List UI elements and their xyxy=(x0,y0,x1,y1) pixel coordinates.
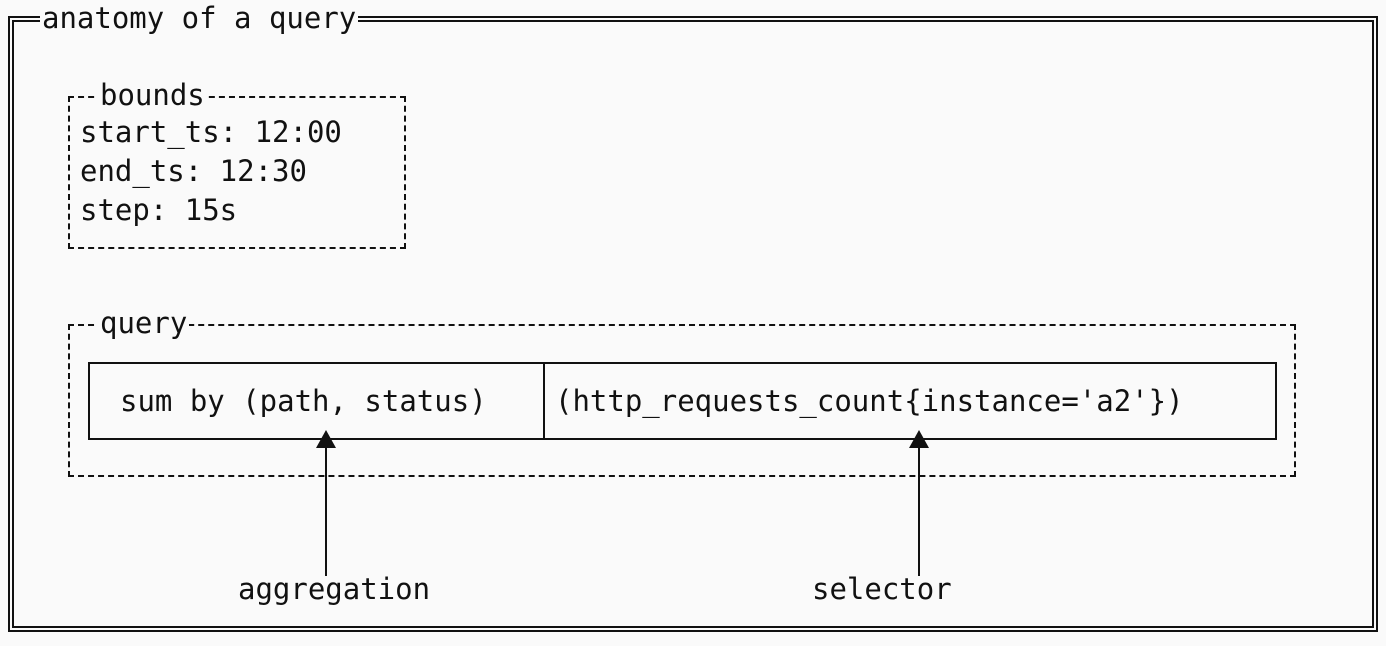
selector-arrow-line xyxy=(918,446,920,576)
bounds-box xyxy=(68,96,406,249)
bounds-step: step: 15s xyxy=(80,193,238,227)
selector-arrow-head xyxy=(909,430,929,448)
query-title: query xyxy=(98,306,190,340)
bounds-start-ts: start_ts: 12:00 xyxy=(80,115,342,149)
aggregation-segment-text: sum by (path, status) xyxy=(120,383,487,418)
aggregation-arrow-line xyxy=(325,446,327,576)
query-segment-bar: sum by (path, status) (http_requests_cou… xyxy=(88,362,1277,440)
selector-segment-text: (http_requests_count{instance='a2'}) xyxy=(555,383,1184,418)
query-box xyxy=(68,324,1296,477)
bounds-title: bounds xyxy=(98,78,207,112)
aggregation-segment: sum by (path, status) xyxy=(90,364,545,438)
aggregation-label: aggregation xyxy=(238,572,431,606)
aggregation-arrow-head xyxy=(316,430,336,448)
selector-segment: (http_requests_count{instance='a2'}) xyxy=(545,364,1275,438)
bounds-end-ts: end_ts: 12:30 xyxy=(80,154,307,188)
diagram-frame xyxy=(8,16,1378,632)
diagram-title: anatomy of a query xyxy=(40,1,359,35)
selector-label: selector xyxy=(812,572,952,606)
